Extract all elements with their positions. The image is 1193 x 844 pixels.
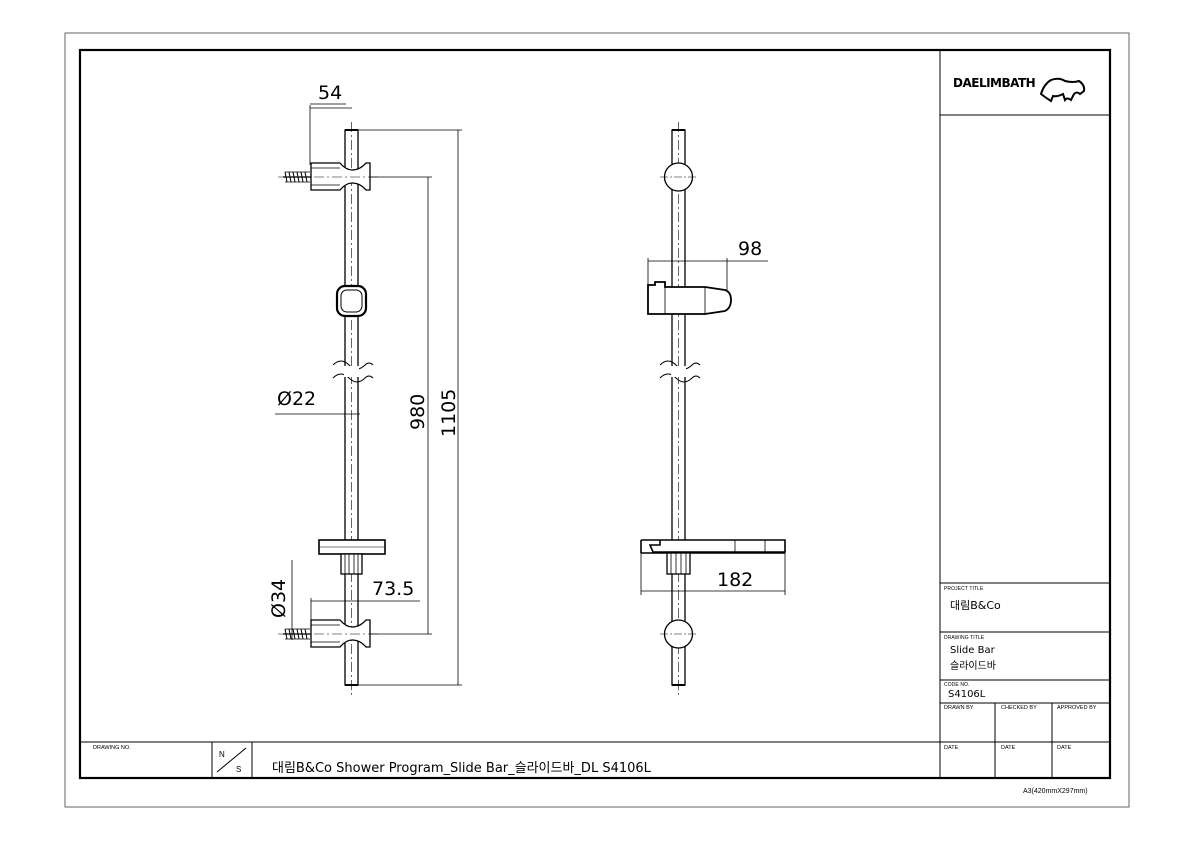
project-title: 대림B&Co xyxy=(950,599,1001,612)
scale-diagonal xyxy=(216,747,247,773)
drawing-title-label: DRAWING TITLE xyxy=(944,635,985,641)
drawing-title-line2: 슬라이드바 xyxy=(950,661,996,672)
dim-980: 980 xyxy=(407,393,429,430)
front-view-dimension-lines xyxy=(275,103,462,686)
date-label-2: DATE xyxy=(1001,745,1016,751)
drawn-by-label: DRAWN BY xyxy=(944,705,974,711)
paper-size-note: A3(420mmX297mm) xyxy=(1023,788,1088,795)
side-view-dimension-lines xyxy=(640,258,786,595)
dim-182: 182 xyxy=(717,569,754,591)
scale-s: S xyxy=(236,765,242,774)
dim-diameter-22: Ø22 xyxy=(277,388,317,410)
outer-border xyxy=(64,32,1130,808)
dim-diameter-34: Ø34 xyxy=(268,578,290,618)
scale-n: N xyxy=(219,750,225,759)
logo-bear-mark xyxy=(1039,77,1086,103)
drawing-title-strip: 대림B&Co Shower Program_Slide Bar_슬라이드바_DL… xyxy=(272,761,651,776)
date-label-1: DATE xyxy=(944,745,959,751)
company-logo: DAELIMBATH xyxy=(953,76,1036,90)
side-view xyxy=(640,122,786,696)
drawing-no-label: DRAWING NO. xyxy=(93,745,131,751)
project-title-label: PROJECT TITLE xyxy=(944,586,984,592)
code-number: S4106L xyxy=(948,689,986,700)
dim-54: 54 xyxy=(318,82,343,104)
dim-1105: 1105 xyxy=(438,388,460,437)
dim-73-5: 73.5 xyxy=(372,578,415,600)
title-block-lines xyxy=(939,50,1110,778)
inner-frame xyxy=(78,48,1112,780)
date-label-3: DATE xyxy=(1057,745,1072,751)
front-view xyxy=(278,122,386,696)
drawing-title-line1: Slide Bar xyxy=(950,645,995,656)
code-no-label: CODE NO. xyxy=(944,682,970,688)
dim-98: 98 xyxy=(738,238,763,260)
approved-by-label: APPROVED BY xyxy=(1057,705,1097,711)
checked-by-label: CHECKED BY xyxy=(1001,705,1037,711)
